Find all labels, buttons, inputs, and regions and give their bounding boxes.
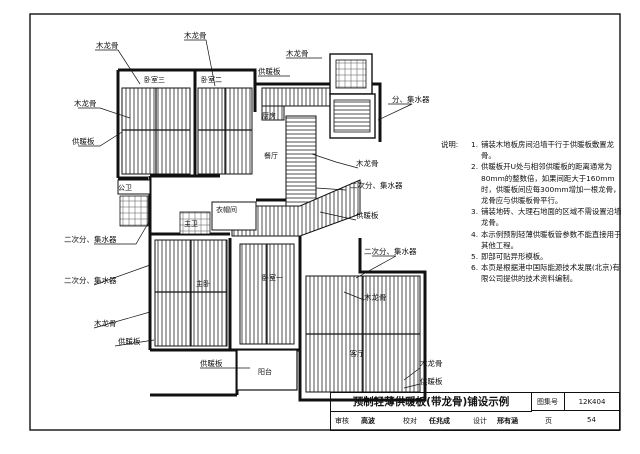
label-secondary-manifold-2: 二次分、集水器	[64, 234, 117, 244]
note-item: 5.即部可贴异形模板。	[471, 252, 548, 262]
label-heating-board-3: 供暖板	[356, 210, 379, 220]
atlas-label: 图集号	[531, 393, 565, 411]
note-item: 3.铺装地砖、大理石地面的区域不需设置沿墙龙骨。	[471, 207, 622, 228]
room-master-bath: 主卫	[184, 219, 198, 228]
design-name: 邢有涵	[497, 417, 518, 425]
label-wood-keel-7: 木龙骨	[94, 318, 117, 328]
leader-lines	[78, 39, 421, 389]
label-wood-keel-4: 木龙骨	[74, 98, 97, 108]
dining-boards	[231, 115, 361, 237]
bedroom2-boards	[197, 87, 253, 175]
label-wood-keel-2: 木龙骨	[184, 30, 207, 40]
drawing-title: 预制轻薄供暖板(带龙骨)铺设示例	[331, 393, 532, 412]
room-master-bedroom: 主卧	[196, 279, 210, 288]
room-balcony: 阳台	[258, 367, 272, 376]
label-heating-board-2: 供暖板	[72, 136, 95, 146]
notes-heading: 说明:	[441, 140, 459, 149]
atlas-number: 12K404	[565, 393, 619, 411]
label-heating-board-5: 供暖板	[200, 358, 223, 368]
room-bedroom3: 卧室三	[144, 75, 165, 84]
label-manifold: 分、集水器	[392, 94, 430, 104]
room-bedroom2: 卧室二	[201, 75, 222, 84]
review-name: 高波	[361, 417, 375, 425]
public-bath	[117, 179, 151, 227]
room-closet: 衣帽间	[216, 205, 237, 214]
notes-panel: 说明: 1.铺装木地板房间沿墙干行于供暖板敷置龙骨。 2.供暖板开U处与相邻供暖…	[441, 139, 627, 285]
label-heating-board-4: 供暖板	[118, 336, 141, 346]
label-secondary-manifold-4: 二次分、集水器	[64, 275, 117, 285]
room-living: 客厅	[350, 349, 364, 358]
kitchen-pipes	[261, 53, 376, 139]
design-label: 设计	[473, 417, 487, 425]
page-number: 54	[587, 416, 596, 424]
label-wood-keel-3: 木龙骨	[286, 48, 309, 58]
note-item: 6.本页是根据港中国际能源技术发展(北京)有限公司提供的技术资料编制。	[471, 263, 620, 284]
note-item: 2.供暖板开U处与相邻供暖板的距离通常为80mm的整数倍，如果间距大于160mm…	[471, 162, 621, 206]
check-name: 任兆成	[429, 417, 450, 425]
balcony	[236, 349, 298, 391]
bedroom3-boards	[121, 87, 191, 175]
review-label: 审核	[335, 417, 349, 425]
closet-bath	[179, 201, 257, 235]
drawing-frame	[29, 13, 621, 431]
bedroom1-boards	[239, 243, 295, 345]
room-kitchen: 厨房	[262, 111, 276, 120]
master-bedroom-boards	[154, 239, 228, 347]
label-heating-board-6: 供暖板	[420, 376, 443, 386]
label-wood-keel-1: 木龙骨	[96, 40, 119, 50]
room-bedroom1: 卧室一	[262, 273, 283, 282]
room-public-bath: 公卫	[118, 184, 132, 192]
label-secondary-manifold-1: 二次分、集水器	[350, 180, 403, 190]
room-dining: 餐厅	[264, 151, 278, 160]
check-label: 校对	[403, 417, 417, 425]
label-wood-keel-8: 木龙骨	[420, 358, 443, 368]
title-block: 预制轻薄供暖板(带龙骨)铺设示例 图集号 12K404 审核 高波 校对 任兆成…	[330, 392, 620, 431]
page-label: 页	[545, 417, 552, 425]
living-boards	[305, 275, 421, 393]
label-wood-keel-6: 木龙骨	[364, 292, 387, 302]
note-item: 1.铺装木地板房间沿墙干行于供暖板敷置龙骨。	[471, 140, 615, 161]
note-item: 4.本示例预制轻薄供暖板管参数不能直接用于其他工程。	[471, 229, 622, 250]
label-heating-board-1: 供暖板	[258, 66, 281, 76]
review-row: 审核 高波 校对 任兆成 设计 邢有涵 页 54	[331, 411, 619, 430]
label-wood-keel-5: 木龙骨	[356, 158, 379, 168]
label-secondary-manifold-3: 二次分、集水器	[364, 246, 417, 256]
